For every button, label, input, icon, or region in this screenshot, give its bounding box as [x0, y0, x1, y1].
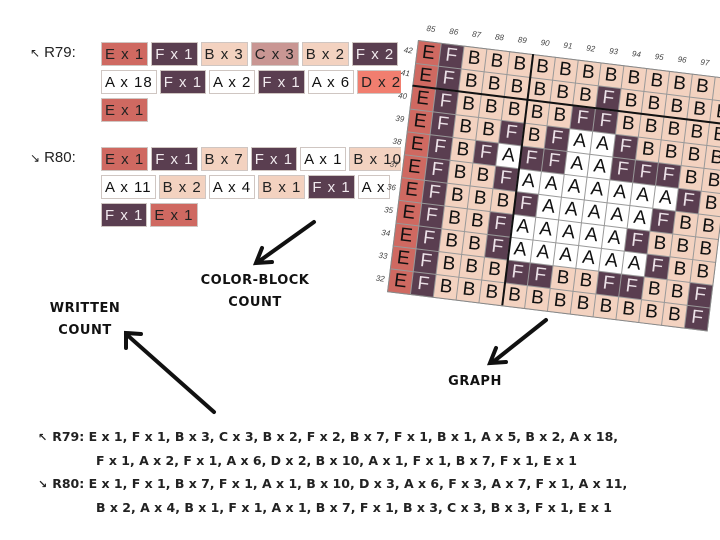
color-block: A x 1 [300, 147, 347, 171]
color-block: A x 4 [208, 175, 256, 199]
written-text: E x 1, F x 1, B x 3, C x 3, B x 2, F x 2… [88, 429, 619, 444]
label-line: WRITTEN [49, 301, 121, 316]
color-block: F x 1 [308, 175, 355, 199]
row-label: R80: [52, 476, 85, 491]
label-line: COUNT [228, 295, 282, 310]
color-block: D x 2 [357, 70, 401, 94]
color-block: B x 1 [258, 175, 306, 199]
r79-written-line-1: ↖ R79: E x 1, F x 1, B x 3, C x 3, B x 2,… [38, 425, 627, 449]
color-block: E x 1 [101, 98, 149, 122]
arrow-down-right-icon: ↘ [30, 151, 41, 165]
written-count-label: WRITTEN COUNT [40, 298, 130, 342]
r79-written-line-2: F x 1, A x 2, F x 1, A x 6, D x 2, B x 1… [96, 453, 577, 468]
color-block-count-label: COLOR-BLOCK COUNT [195, 270, 315, 314]
color-block: F x 1 [250, 147, 298, 171]
arrow-to-graph-label [491, 318, 548, 364]
arrow-head-written [124, 330, 143, 350]
color-block: A x 6 [307, 70, 355, 94]
arrow-head-graph [486, 346, 508, 366]
r80-written-line-1: ↘ R80: E x 1, F x 1, B x 7, F x 1, A x 1,… [38, 472, 627, 496]
color-block: A x 11 [101, 175, 156, 199]
color-block: A x [357, 175, 390, 199]
color-block: B x 7 [200, 147, 248, 171]
color-block: A x 18 [101, 70, 157, 94]
row-label-text: R79: [44, 44, 76, 61]
row-label: R79: [52, 429, 85, 444]
color-block: F x 1 [258, 70, 305, 94]
arrow-to-color-block-label [256, 220, 316, 264]
color-block-line: E x 1F x 1B x 3C x 3B x 2F x 2B [101, 42, 401, 66]
color-block: F x 1 [159, 70, 207, 94]
written-text: E x 1, F x 1, B x 7, F x 1, A x 1, B x 1… [88, 476, 628, 491]
r80-written-line-2: B x 2, A x 4, B x 1, F x 1, A x 1, B x 7… [96, 500, 612, 515]
color-block: F x 1 [151, 42, 198, 66]
color-block: B x 2 [301, 42, 349, 66]
color-block: B x 10 [349, 147, 401, 171]
arrow-to-written-label [124, 332, 216, 414]
arrow-head-color-block [252, 246, 274, 266]
color-block: A x 2 [209, 70, 256, 94]
arrow-down-right-icon: ↘ [38, 478, 48, 491]
color-block: F x 1 [151, 147, 198, 171]
color-block: F x 2 [351, 42, 399, 66]
arrow-up-left-icon: ↖ [38, 431, 48, 444]
r79-color-blocks: E x 1F x 1B x 3C x 3B x 2F x 2BA x 18F x… [101, 42, 401, 126]
label-line: COLOR-BLOCK [200, 273, 310, 288]
label-line: COUNT [58, 323, 112, 338]
written-count: ↖ R79: E x 1, F x 1, B x 3, C x 3, B x 2,… [38, 425, 627, 519]
row-label-text: R80: [44, 149, 76, 166]
color-block: B x 3 [200, 42, 248, 66]
color-block-line: E x 1 [101, 98, 401, 122]
color-block: F x 1 [101, 203, 148, 227]
arrow-up-left-icon: ↖ [30, 46, 41, 60]
color-block: E x 1 [101, 42, 149, 66]
graph-label: GRAPH [448, 374, 502, 389]
color-block: E x 1 [101, 147, 149, 171]
color-block: C x 3 [250, 42, 299, 66]
r79-block-label: ↖R79: [30, 44, 76, 61]
color-block: E x 1 [150, 203, 198, 227]
color-block: B x 2 [158, 175, 206, 199]
r80-block-label: ↘R80: [30, 149, 76, 166]
